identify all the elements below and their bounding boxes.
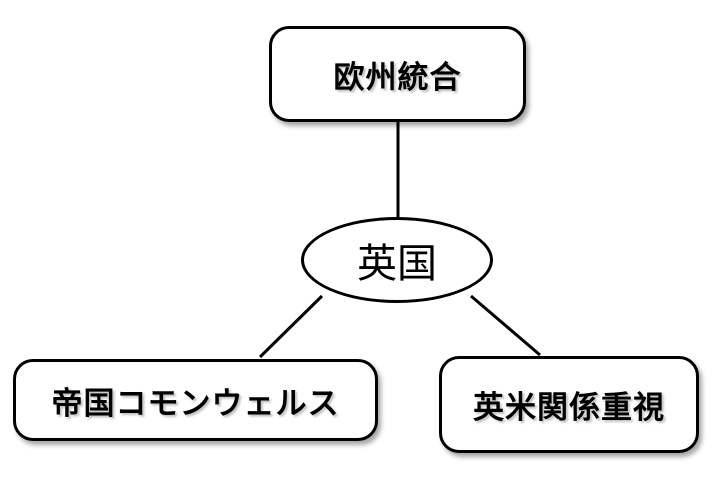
node-european-integration-label: 欧州統合 <box>333 59 462 96</box>
node-imperial-commonwealth: 帝国コモンウェルス <box>13 359 378 441</box>
node-european-integration: 欧州統合 <box>269 26 526 122</box>
node-imperial-commonwealth-label: 帝国コモンウェルス <box>51 385 340 422</box>
connector-center-to-right <box>470 294 541 357</box>
node-us-uk-relations-label: 英米関係重視 <box>473 390 665 426</box>
node-center-uk-label: 英国 <box>357 241 437 287</box>
node-us-uk-relations: 英米関係重視 <box>439 356 699 453</box>
connector-center-to-left <box>258 294 324 359</box>
node-center-uk: 英国 <box>301 217 493 303</box>
